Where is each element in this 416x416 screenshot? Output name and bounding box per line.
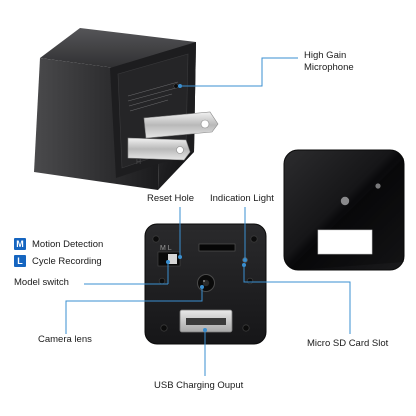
window-cutout	[317, 229, 373, 255]
model-switch-label: Model switch	[14, 277, 69, 288]
front-face-panel	[283, 149, 405, 271]
usb-charging-ouput-label: USB Charging Ouput	[154, 380, 244, 391]
legend-key-m: M	[14, 238, 26, 250]
charger-cube: H	[34, 28, 219, 190]
plug-prongs	[127, 111, 219, 161]
legend-motion-detection: M Motion Detection	[14, 237, 103, 251]
reset-hole-label: Reset Hole	[147, 193, 194, 204]
callout-lines	[65, 57, 351, 376]
svg-text:H: H	[136, 159, 141, 166]
camera-lens-label: Camera lens	[38, 334, 92, 345]
microphone-hole	[173, 83, 179, 89]
switch-markings: M L	[160, 245, 172, 252]
micro-sd-card-slot-label: Micro SD Card Slot	[307, 338, 389, 349]
legend-label-cycle-recording: Cycle Recording	[32, 255, 102, 267]
high-gain-microphone-label: High Gain Microphone	[304, 50, 354, 73]
legend-cycle-recording: L Cycle Recording	[14, 254, 102, 268]
pinhole-lens-icon	[340, 196, 350, 206]
indication-light-label: Indication Light	[210, 193, 274, 204]
legend-key-l: L	[14, 255, 26, 267]
sd-card-slot	[198, 243, 236, 252]
legend-label-motion-detection: Motion Detection	[32, 238, 104, 250]
device-bottom-panel: M L	[144, 223, 267, 345]
